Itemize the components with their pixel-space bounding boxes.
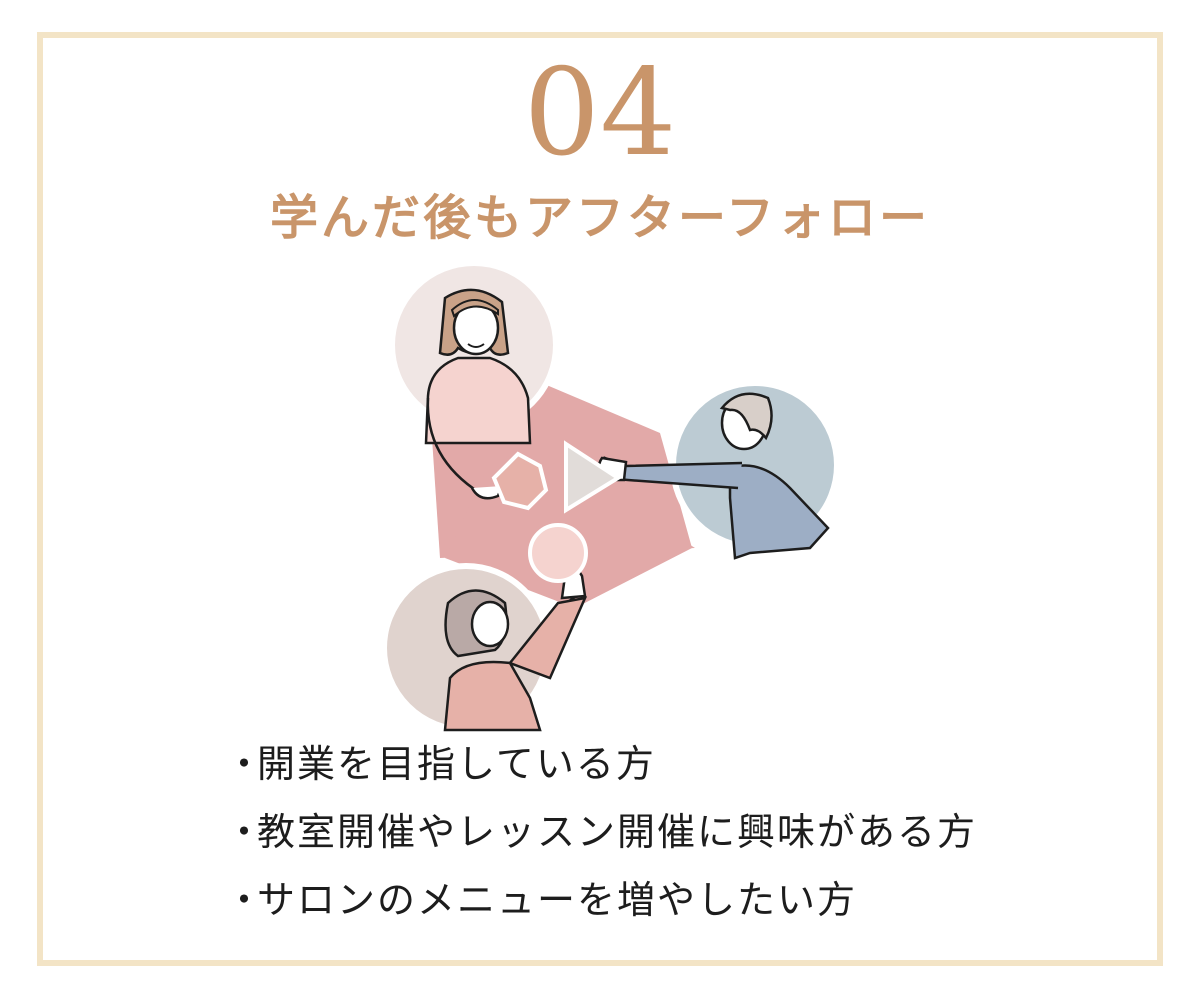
section-heading: 学んだ後もアフターフォロー [269,190,931,246]
target-audience-list: ・開業を目指している方 ・教室開催やレッスン開催に興味がある方 ・サロンのメニュ… [225,744,977,948]
older-woman-person-icon [381,563,588,733]
list-item-text: 教室開催やレッスン開催に興味がある方 [257,810,978,854]
list-item: ・開業を目指している方 [225,744,977,812]
bullet-marker: ・ [225,742,266,786]
circle-shape-icon [528,523,588,583]
list-item: ・教室開催やレッスン開催に興味がある方 [225,812,977,880]
woman-person-icon [389,260,559,500]
list-item-text: サロンのメニューを増やしたい方 [257,878,858,922]
man-person-icon [597,380,840,560]
collaboration-illustration [381,260,840,733]
section-number: 04 [523,44,677,183]
hexagon-shape-icon [491,451,549,511]
triangle-shape-icon [564,440,622,514]
bullet-marker: ・ [225,878,266,922]
bullet-marker: ・ [225,810,266,854]
list-item: ・サロンのメニューを増やしたい方 [225,880,977,948]
list-item-text: 開業を目指している方 [257,742,656,786]
